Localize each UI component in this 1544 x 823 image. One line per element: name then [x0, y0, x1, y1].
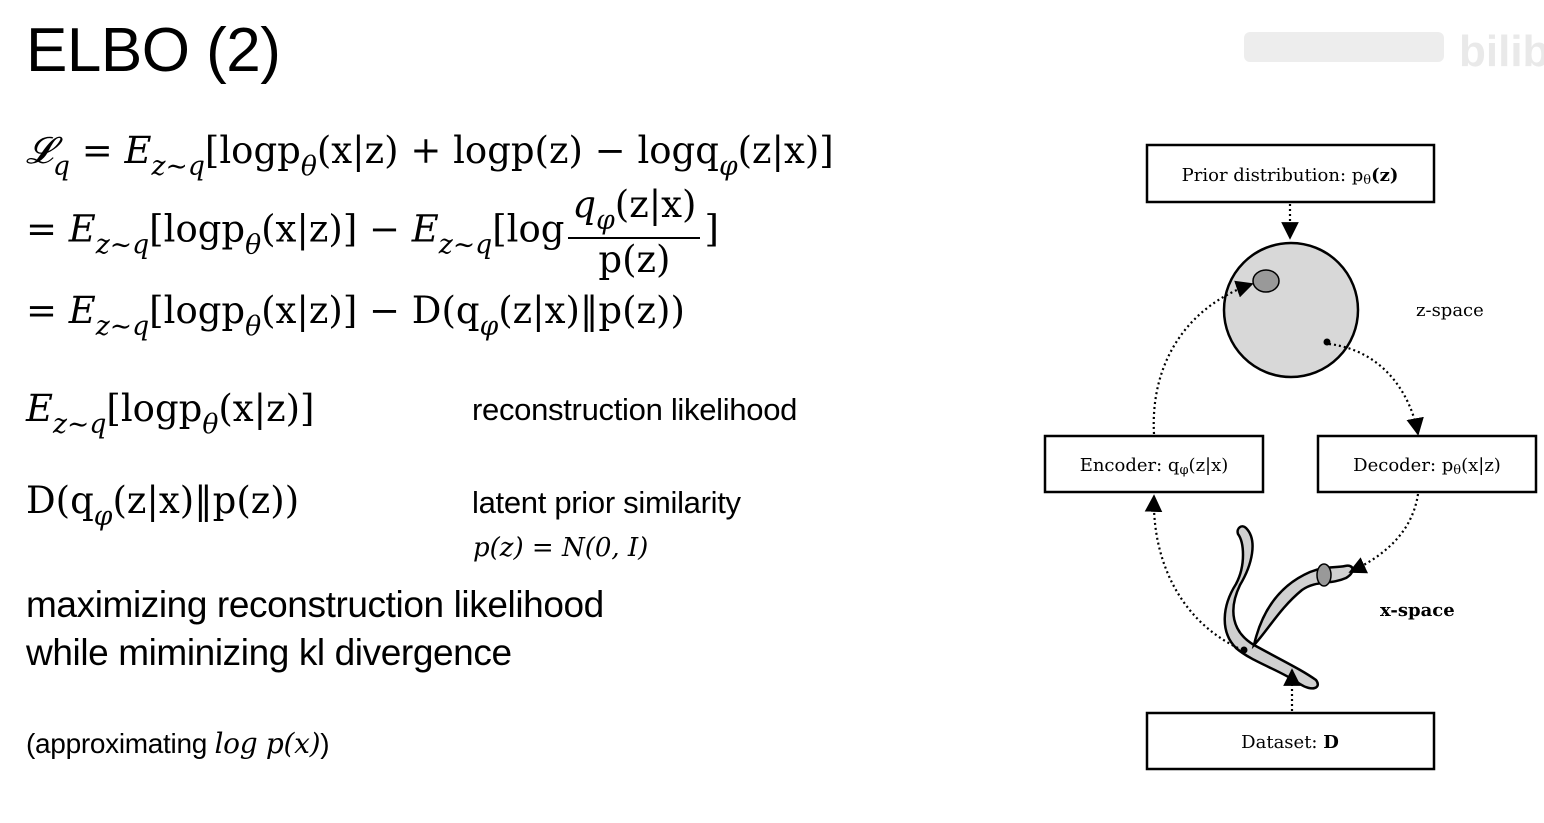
data-manifold-shape — [1223, 525, 1354, 690]
svg-text:Decoder: pθ(x|z): Decoder: pθ(x|z) — [1353, 455, 1501, 478]
prior-formula: p(z) = N(0, I) — [473, 533, 649, 563]
kl-label: latent prior similarity — [472, 485, 741, 520]
data-to-encoder-arrow — [1144, 494, 1239, 649]
encoder-box: Encoder: qφ(z|x) — [1043, 434, 1265, 494]
svg-text:Encoder: qφ(z|x): Encoder: qφ(z|x) — [1080, 455, 1229, 478]
x-space-label: x-space — [1380, 600, 1455, 621]
kl-fraction: qφ(z|x)p(z) — [568, 186, 701, 278]
reconstruction-term: Ez∼q[logpθ(x|z)] — [26, 387, 315, 440]
kl-term: D(qφ(z|x)‖p(z)) — [26, 479, 300, 532]
note-line-1: maximizing reconstruction likelihood — [26, 584, 604, 625]
decoder-to-data-arrow — [1348, 493, 1420, 574]
reconstruction-label: reconstruction likelihood — [472, 392, 798, 427]
svg-text:Prior distribution: pθ(z): Prior distribution: pθ(z) — [1182, 165, 1399, 188]
svg-text:bilibili: bilibili — [1459, 27, 1544, 76]
elbo-equation-line-3: = Ez∼q[logpθ(x|z)] − D(qφ(z|x)‖p(z)) — [26, 289, 685, 342]
svg-text:Dataset: D: Dataset: D — [1241, 732, 1339, 753]
encoder-to-latent-arrow — [1152, 280, 1254, 435]
prior-distribution-box: Prior distribution: pθ(z) — [1145, 143, 1436, 204]
approximation-note: (approximating log p(x)) — [26, 727, 330, 760]
slide-title: ELBO (2) — [26, 16, 281, 85]
elbo-equation-line-1: 𝓛q = Ez∼q[logpθ(x|z) + logp(z) − logqφ(z… — [26, 129, 834, 182]
latent-to-decoder-arrow — [1328, 342, 1424, 436]
vae-diagram: Prior distribution: pθ(z) z-space Encode… — [1040, 140, 1544, 818]
latent-space-sphere — [1222, 241, 1360, 379]
dataset-box: Dataset: D — [1145, 711, 1436, 771]
decoder-box: Decoder: pθ(x|z) — [1316, 434, 1538, 494]
z-space-label: z-space — [1416, 300, 1484, 321]
note-line-2: while miminizing kl divergence — [26, 632, 512, 673]
watermark-logo: bilibili — [1244, 18, 1544, 78]
